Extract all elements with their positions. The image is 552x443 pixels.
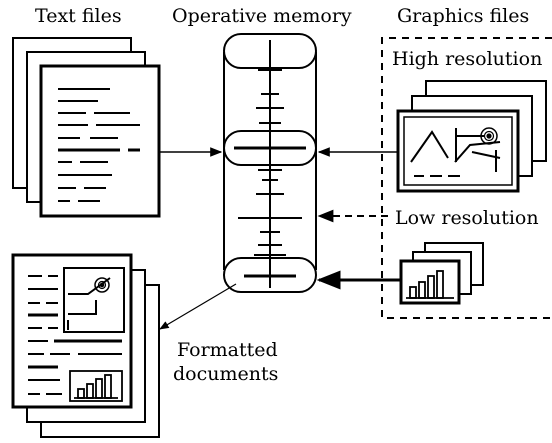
high-res-image-frame	[403, 116, 513, 186]
formatted-label-line2: documents	[173, 363, 278, 385]
high-res-drawing	[410, 128, 501, 177]
text-files-stack	[12, 37, 161, 218]
low-resolution-stack	[399, 242, 484, 305]
formatted-label-line1: Formatted	[177, 339, 278, 361]
memory-tick-marks	[234, 69, 306, 278]
flow-arrows	[159, 147, 401, 330]
target-icon	[480, 127, 498, 145]
formatted-embedded-chart	[69, 370, 123, 402]
formatted-text-lines	[28, 275, 122, 395]
high-resolution-label: High resolution	[392, 48, 542, 70]
formatted-embedded-drawing	[63, 267, 125, 333]
text-files-label: Text files	[35, 5, 122, 27]
graphics-files-frame	[381, 37, 552, 319]
operative-memory-label: Operative memory	[172, 5, 352, 27]
arrow-memory-to-documents	[159, 283, 237, 330]
text-file-page-front	[39, 64, 161, 218]
formatted-documents-stack	[11, 253, 160, 438]
low-res-page-front	[399, 259, 461, 305]
text-file-lines	[58, 88, 140, 202]
memory-cylinder	[223, 33, 317, 293]
high-resolution-stack	[396, 80, 547, 193]
bar-chart-icon	[406, 270, 454, 299]
graphics-files-label: Graphics files	[397, 5, 529, 27]
low-resolution-label: Low resolution	[395, 207, 539, 229]
